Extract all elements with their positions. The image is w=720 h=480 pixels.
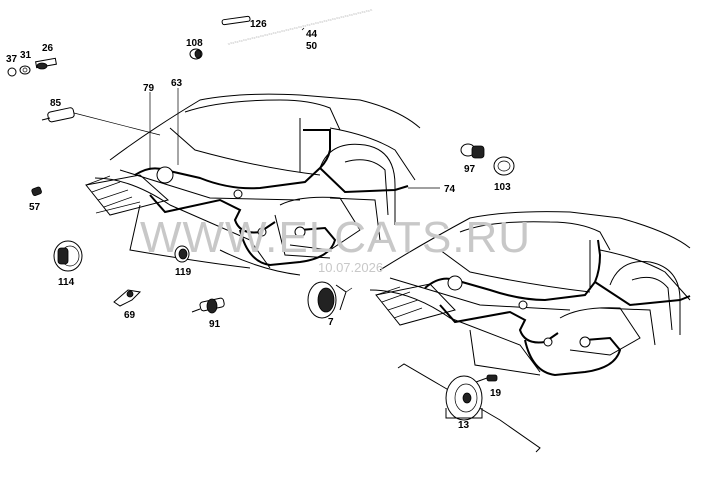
watermark: WWW.ELCATS.RU (140, 213, 531, 262)
label-114: 114 (58, 277, 75, 288)
label-7: 7 (328, 317, 334, 328)
label-97: 97 (464, 164, 476, 175)
part-31[interactable] (19, 65, 31, 75)
part-26[interactable] (35, 57, 57, 70)
label-50: 50 (306, 41, 318, 52)
label-91: 91 (209, 319, 221, 330)
part-69[interactable] (113, 289, 142, 307)
car-body-right (369, 211, 691, 376)
date-stamp: 10.07.2026 (318, 260, 383, 275)
part-91[interactable] (191, 297, 225, 314)
label-31: 31 (20, 50, 32, 61)
label-19: 19 (490, 388, 502, 399)
rod-44-50[interactable] (227, 9, 373, 45)
label-44: 44 (306, 29, 318, 40)
harness-right[interactable] (424, 239, 691, 377)
label-63: 63 (171, 78, 183, 89)
rod-126[interactable] (221, 15, 251, 26)
part-57[interactable] (31, 186, 42, 196)
label-37: 37 (6, 54, 18, 65)
part-119[interactable] (174, 245, 190, 263)
label-74: 74 (444, 184, 456, 195)
label-13: 13 (458, 420, 470, 431)
harness-left[interactable] (134, 129, 409, 267)
label-57: 57 (29, 202, 41, 213)
part-85[interactable] (41, 107, 161, 136)
label-103: 103 (494, 182, 511, 193)
part-108[interactable] (189, 48, 203, 60)
part-97[interactable] (460, 143, 485, 159)
part-114[interactable] (53, 240, 83, 272)
part-103[interactable] (493, 156, 515, 176)
horn-13[interactable] (397, 363, 541, 453)
label-79: 79 (143, 83, 155, 94)
label-119: 119 (175, 267, 192, 278)
label-108: 108 (186, 38, 203, 49)
label-126: 126 (250, 19, 267, 30)
horn-7[interactable] (307, 281, 353, 319)
label-26: 26 (42, 43, 54, 54)
car-body-left (85, 93, 421, 276)
part-37[interactable] (7, 67, 17, 77)
label-69: 69 (124, 310, 136, 321)
label-85: 85 (50, 98, 62, 109)
part-19[interactable] (475, 374, 498, 383)
